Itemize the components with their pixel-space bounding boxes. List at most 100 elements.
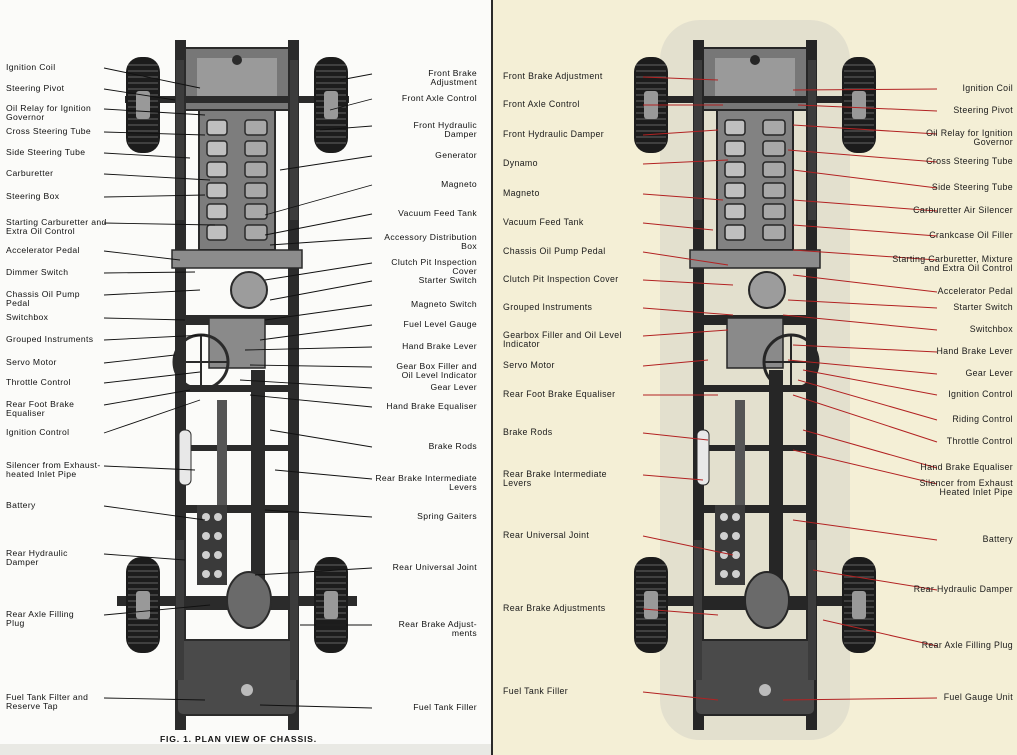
leader-line: [792, 519, 938, 541]
leader-line: [269, 429, 373, 448]
callout-label: Vacuum Feed Tank: [503, 217, 584, 227]
leader-line: [269, 280, 373, 301]
callout-label: Rear Foot Brake Equaliser: [503, 389, 616, 399]
callout-label: Servo Motor: [6, 357, 57, 367]
callout-label: Rear Brake Intermediate Levers: [503, 469, 607, 489]
callout-label: Chassis Oil Pump Pedal: [6, 289, 80, 309]
callout-label: Side Steering Tube: [6, 147, 86, 157]
callout-label: Switchbox: [969, 324, 1013, 334]
leader-line: [642, 608, 719, 616]
callout-label: Rear Brake Intermediate Levers: [375, 473, 477, 493]
leader-line: [797, 104, 938, 112]
callout-label: Hand Brake Lever: [936, 346, 1013, 356]
callout-label: Rear Hydraulic Damper: [6, 548, 68, 568]
callout-label: Brake Rods: [503, 427, 553, 437]
leader-line: [103, 399, 201, 434]
leader-line: [103, 289, 201, 296]
leader-line: [103, 371, 201, 384]
leader-line: [642, 193, 724, 201]
callout-label: Clutch Pit Inspection Cover: [391, 257, 477, 277]
leader-line: [642, 329, 729, 337]
leader-line: [792, 344, 938, 353]
callout-label: Magneto Switch: [410, 299, 477, 309]
callout-label: Magneto: [441, 179, 477, 189]
leader-line: [274, 469, 373, 480]
leader-line: [802, 429, 938, 469]
callout-label: Fuel Level Gauge: [403, 319, 477, 329]
callout-label: Steering Box: [6, 191, 60, 201]
leader-line: [642, 535, 734, 556]
leader-line: [103, 131, 206, 136]
leader-line: [802, 369, 938, 396]
leader-line: [792, 169, 938, 189]
callout-label: Carburetter Air Silencer: [913, 205, 1013, 215]
leader-line: [103, 152, 191, 159]
page-edge-strip: [0, 744, 491, 755]
callout-label: Front Brake Adjustment: [428, 68, 477, 88]
callout-label: Starting Carburetter and Extra Oil Contr…: [6, 217, 107, 237]
callout-label: Magneto: [503, 188, 540, 198]
callout-label: Gear Lever: [430, 382, 477, 392]
leader-line: [244, 346, 373, 351]
leader-line: [264, 213, 373, 236]
callout-label: Vacuum Feed Tank: [398, 208, 477, 218]
leader-line: [792, 249, 938, 261]
leader-line: [792, 449, 938, 485]
callout-label: Front Axle Control: [503, 99, 580, 109]
callout-label: Ignition Control: [948, 389, 1013, 399]
leader-line: [249, 394, 373, 408]
leader-line: [782, 697, 938, 701]
leader-line: [103, 465, 196, 471]
leader-line: [103, 222, 216, 226]
callout-label: Battery: [6, 500, 36, 510]
leader-line: [103, 67, 201, 89]
leader-line: [103, 553, 186, 561]
leader-line: [103, 271, 196, 274]
leader-line: [792, 274, 938, 293]
callout-label: Accelerator Pedal: [6, 245, 80, 255]
callout-label: Grouped Instruments: [503, 302, 593, 312]
leader-line: [787, 359, 938, 375]
callout-label: Cross Steering Tube: [6, 126, 91, 136]
leader-line: [103, 334, 206, 341]
callout-label: Front Axle Control: [401, 93, 477, 103]
callout-label: Starting Carburetter, Mixture and Extra …: [892, 254, 1013, 274]
callout-label: Switchbox: [6, 312, 49, 322]
leader-line: [642, 129, 719, 136]
leader-line: [822, 619, 938, 647]
leader-line: [319, 125, 373, 131]
callout-label: Rear Axle Filling Plug: [921, 640, 1013, 650]
callout-label: Fuel Tank Filter and Reserve Tap: [6, 692, 89, 712]
callout-label: Silencer from Exhaust- heated Inlet Pipe: [6, 460, 101, 480]
callout-label: Riding Control: [952, 414, 1013, 424]
callout-label: Dynamo: [503, 158, 538, 168]
callout-label: Hand Brake Equaliser: [920, 462, 1013, 472]
leader-line: [782, 314, 938, 331]
callout-label: Front Hydraulic Damper: [413, 120, 477, 140]
leader-line: [642, 76, 719, 81]
leader-line: [792, 224, 938, 237]
leader-line: [642, 307, 734, 316]
callout-label: Silencer from Exhaust Heated Inlet Pipe: [919, 478, 1013, 498]
leader-line: [103, 173, 211, 181]
leader-line: [642, 359, 709, 367]
leader-line: [642, 432, 709, 441]
right-chassis-illustration: [634, 20, 938, 740]
figure-caption: FIG. 1. PLAN VIEW OF CHASSIS.: [160, 734, 317, 744]
leader-line: [264, 184, 373, 216]
leader-line: [812, 569, 938, 591]
leader-line: [264, 509, 373, 518]
callout-label: Rear Axle Filling Plug: [6, 609, 75, 629]
leader-line: [259, 324, 373, 341]
leader-line: [103, 317, 186, 321]
leader-line: [792, 394, 938, 443]
chassis-drawing: [634, 20, 876, 740]
callout-label: Front Hydraulic Damper: [503, 129, 605, 139]
callout-label: Front Brake Adjustment: [503, 71, 603, 81]
leader-line: [103, 354, 176, 364]
callout-label: Dimmer Switch: [6, 267, 69, 277]
callout-label: Ignition Control: [6, 427, 70, 437]
leader-line: [103, 505, 206, 521]
callout-label: Fuel Tank Filler: [413, 702, 477, 712]
